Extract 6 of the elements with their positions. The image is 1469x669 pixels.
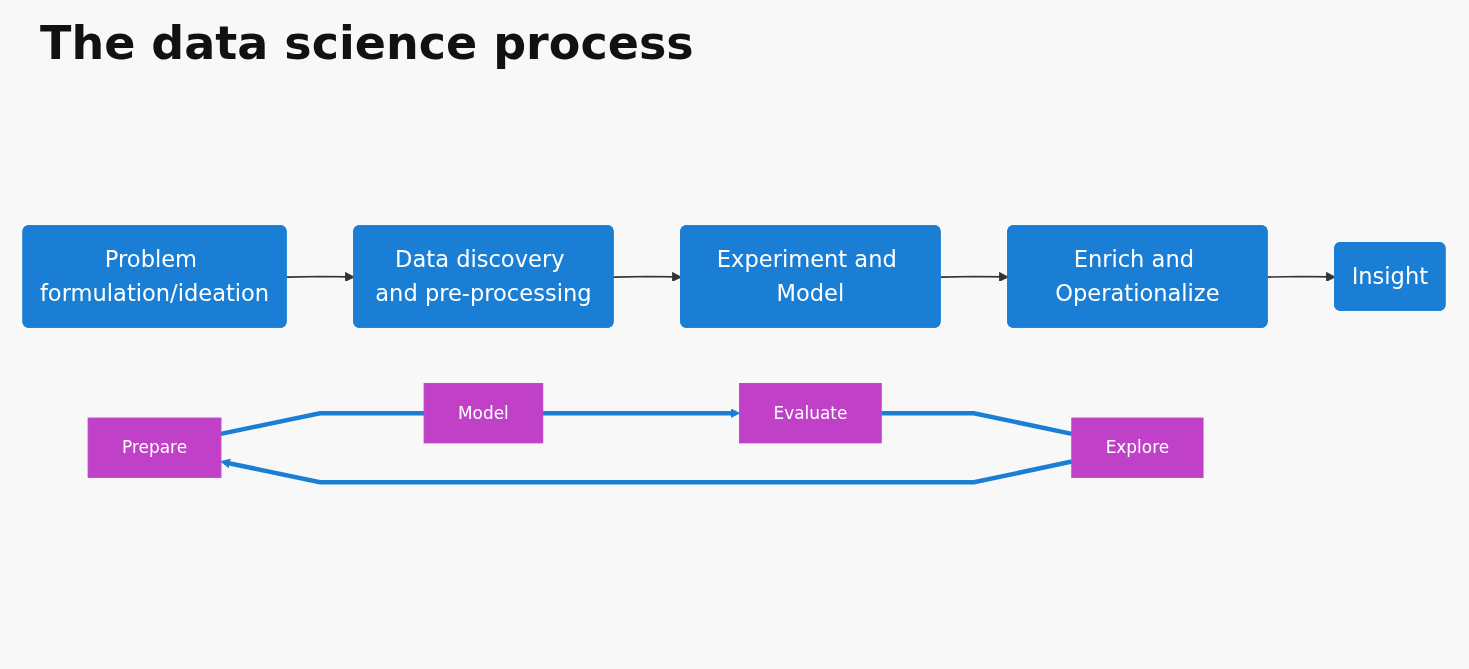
node-box: Model	[423, 383, 544, 444]
node-box: Prepare	[87, 417, 222, 478]
node-box: Evaluate	[739, 383, 882, 444]
title: The data science process	[40, 16, 695, 70]
connector	[220, 410, 425, 437]
node-box: Explore	[1071, 417, 1204, 478]
